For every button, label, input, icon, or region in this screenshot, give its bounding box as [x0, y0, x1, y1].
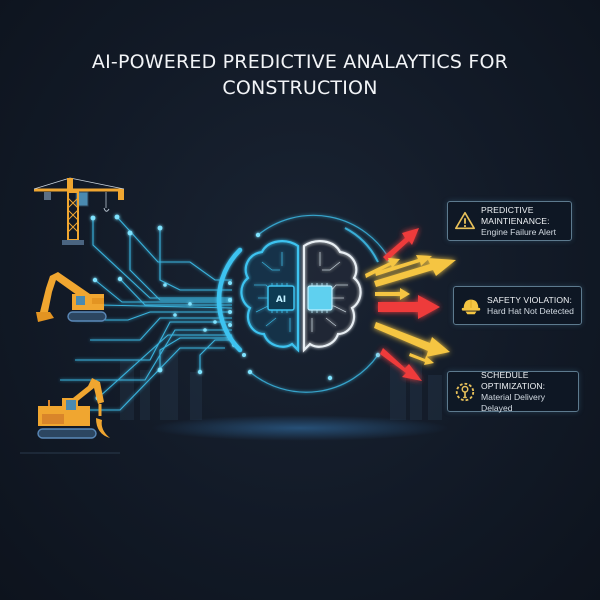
arrow-yellow-icon — [374, 322, 450, 357]
warning-triangle-icon — [455, 211, 475, 230]
alert-heading: SAFETY VIOLATION: — [487, 294, 572, 305]
arrow-red-icon — [378, 295, 440, 319]
arrow-red-icon — [380, 348, 422, 381]
excavator-icon — [37, 378, 110, 439]
title-line-2: CONSTRUCTION — [222, 76, 378, 99]
ai-chip — [267, 285, 295, 311]
arrow-yellow-icon — [375, 288, 410, 300]
excavator-icon — [36, 272, 107, 322]
arrow-red-icon — [383, 228, 419, 261]
floor-glow — [150, 415, 450, 441]
brain-halo — [216, 214, 391, 393]
schedule-gear-icon — [455, 382, 475, 401]
brain-circuit-icon — [240, 240, 362, 353]
page-title: AI-POWERED PREDICTIVE ANALAYTICS FOR CON… — [0, 49, 600, 101]
title-line-1: AI-POWERED PREDICTIVE ANALAYTICS FOR — [91, 50, 509, 73]
alert-predictive-maintenance[interactable]: PREDICTIVE MAINTIENANCE: Engine Failure … — [447, 201, 572, 241]
alert-heading: PREDICTIVE MAINTIENANCE: — [481, 204, 550, 226]
crane-icon — [33, 177, 125, 245]
output-arrows — [365, 228, 456, 381]
ai-chip-label: AI — [276, 295, 286, 305]
alert-safety-violation[interactable]: SAFETY VIOLATION: Hard Hat Not Detected — [453, 286, 582, 325]
skyline-backdrop — [120, 350, 442, 420]
arrow-yellow-icon — [375, 255, 432, 276]
alert-schedule-optimization[interactable]: SCHEDULE OPTIMIZATION: Material Delivery… — [447, 369, 579, 413]
processor-chip — [307, 285, 333, 311]
alert-detail: Material Delivery Delayed — [481, 391, 545, 413]
alert-detail: Engine Failure Alert — [481, 226, 556, 237]
arrow-yellow-icon — [365, 258, 400, 278]
arrow-yellow-icon — [409, 353, 434, 365]
alert-heading: SCHEDULE OPTIMIZATION: — [481, 369, 546, 391]
alert-detail: Hard Hat Not Detected — [487, 305, 574, 316]
arrow-yellow-icon — [374, 258, 456, 287]
hard-hat-icon — [461, 299, 481, 314]
